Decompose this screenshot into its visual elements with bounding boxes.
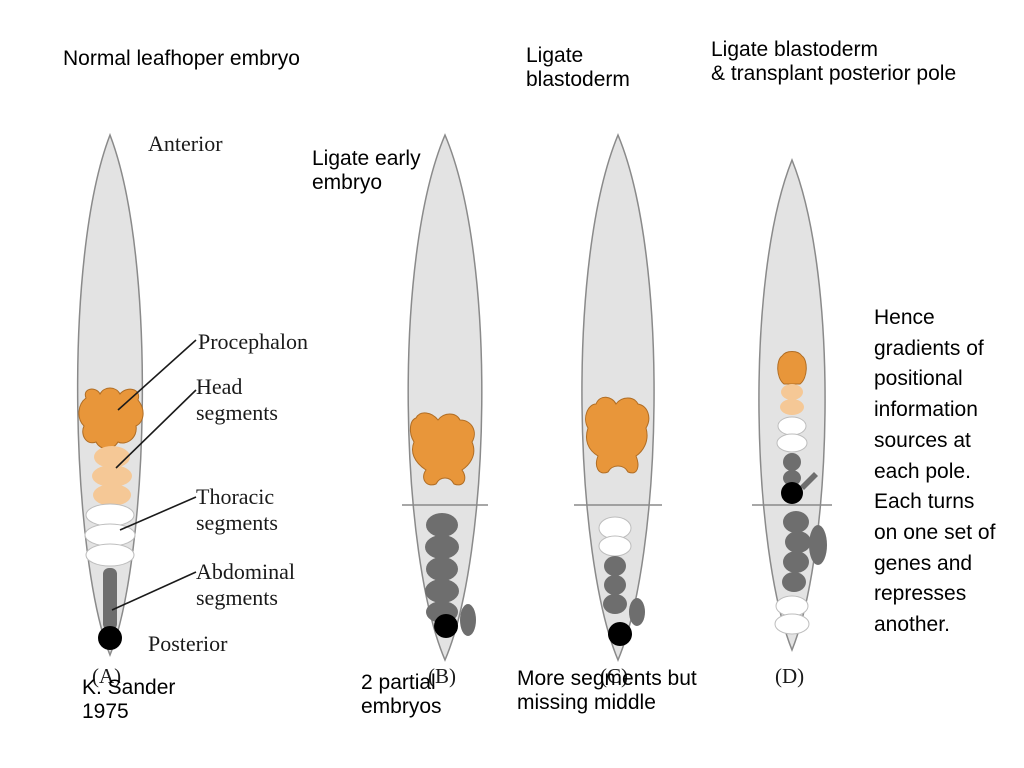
embryo-c-thoracic-segments <box>598 516 632 557</box>
leader-thoracic <box>119 496 197 531</box>
caption-panel-b: Ligate early embryo <box>312 147 421 194</box>
panel-letter-c: (C) <box>600 664 628 688</box>
embryo-c-posterior-pole <box>608 622 632 646</box>
result-panel-b: 2 partial embryos <box>361 671 442 718</box>
embryo-d-thoracic-segments <box>776 416 808 453</box>
credit-text: K. Sander 1975 <box>82 676 176 723</box>
embryo-d-procephalon <box>777 351 807 385</box>
embryo-d-thoracic-posterior <box>774 595 810 635</box>
embryo-c-procephalon <box>585 396 650 474</box>
embryo-b <box>402 133 488 662</box>
embryo-a-posterior-pole <box>98 626 122 650</box>
embryo-b-posterior-pole <box>434 614 458 638</box>
caption-panel-a: Normal leafhoper embryo <box>63 47 300 70</box>
conclusion-text: Hence gradients of positional informatio… <box>874 306 996 637</box>
label-procephalon: Procephalon <box>198 329 308 354</box>
caption-panel-d: Ligate blastoderm & transplant posterior… <box>711 38 957 85</box>
caption-panel-c: Ligate blastoderm <box>526 44 630 91</box>
embryo-a-abdominal-segments <box>103 568 117 630</box>
label-posterior: Posterior <box>148 631 228 656</box>
embryo-a-procephalon <box>78 387 144 450</box>
embryo-d-head-segments <box>780 384 804 415</box>
embryo-d-abdominal-anterior <box>783 453 818 490</box>
embryo-c <box>574 133 662 662</box>
embryo-d <box>752 157 832 653</box>
embryo-d-abdominal-posterior <box>782 511 827 592</box>
panel-letter-a: (A) <box>92 664 122 688</box>
embryo-a-head-segments <box>92 446 132 506</box>
embryo-b-procephalon <box>409 412 475 486</box>
label-abdominal-segments: Abdominal segments <box>196 559 295 610</box>
embryo-b-outline <box>407 133 483 662</box>
label-thoracic-segments: Thoracic segments <box>196 484 278 535</box>
label-anterior: Anterior <box>148 131 223 156</box>
leader-head-segments <box>115 389 197 469</box>
embryo-d-transplanted-pole <box>781 482 803 504</box>
leader-abdominal <box>111 571 197 611</box>
leader-lines <box>111 339 197 611</box>
embryo-a-thoracic-segments <box>84 503 136 567</box>
leader-procephalon <box>117 339 197 411</box>
embryo-a <box>76 132 144 658</box>
embryo-c-abdominal-segments <box>603 556 645 626</box>
panel-letter-d: (D) <box>775 664 805 688</box>
result-panel-c: More segments but missing middle <box>517 667 697 714</box>
label-head-segments: Head segments <box>196 374 278 425</box>
panel-letter-b: (B) <box>428 664 456 688</box>
